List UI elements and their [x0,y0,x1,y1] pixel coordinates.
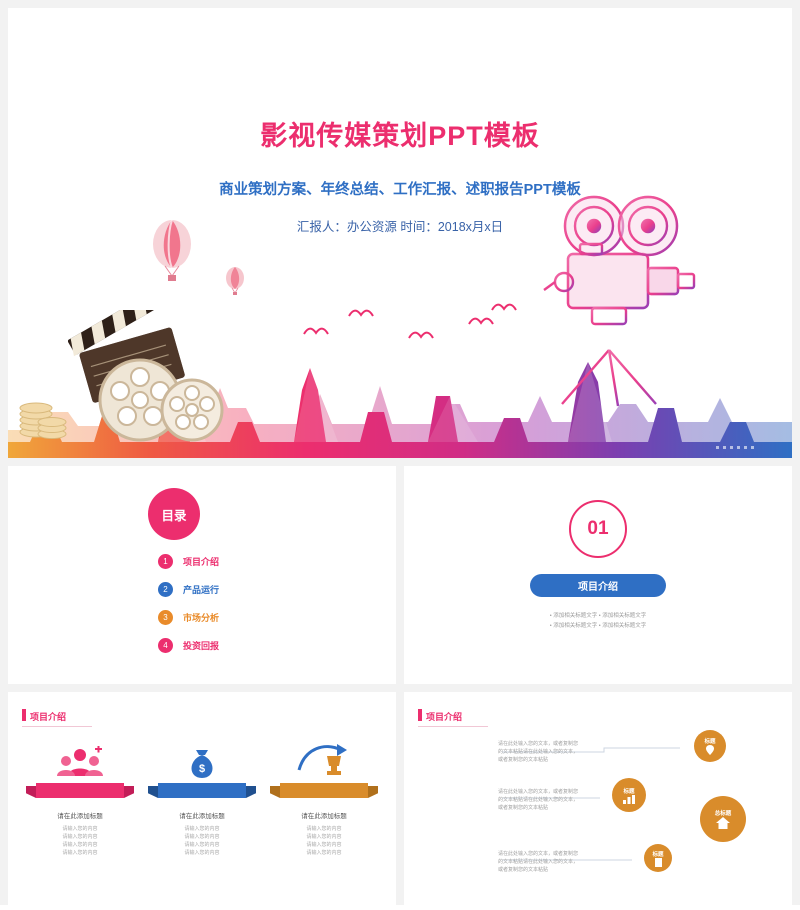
film-reel-icon [98,358,224,442]
ribbon-heading: 请在此添加标题 [57,813,103,820]
ribbon-banner [36,783,124,798]
trophy-icon [270,740,378,780]
ribbon-band [270,783,378,798]
ribbon-banner [280,783,368,798]
cluster-bubble-label: 标题 [704,739,716,745]
hero-title: 影视传媒策划PPT模板 [260,121,540,151]
cluster-bubble-label: 标题 [652,851,664,858]
slide-table-of-contents: 目录 1 项目介绍 2 产品运行 3 市场分析 4 投资回报 [8,466,396,684]
cluster-bubble-label: 标题 [623,788,635,795]
cluster-bubble-main[interactable]: 总标题 [700,796,746,842]
ribbon-column: 请在此添加标题 请输入您的内容 请输入您的内容 请输入您的内容 请输入您的内容 [26,740,134,857]
ribbon-body-line: 请输入您的内容 [62,850,98,856]
ribbon-body-line: 请输入您的内容 [306,850,342,856]
ribbon-band [148,783,256,798]
section-number: 01 [569,500,627,558]
section-notes: • 添加相关标题文字 • 添加相关标题文字 • 添加相关标题文字 • 添加相关标… [404,611,792,631]
toc-item-number: 1 [158,554,173,569]
ribbon-tail-right [246,786,256,798]
toc-badge: 目录 [148,488,200,540]
cluster-note: 请在此处输入您的文本，或者复制您 的文本粘贴请在此处输入您的文本， 或者复制您的… [498,741,579,763]
ribbon-body: 请输入您的内容 请输入您的内容 请输入您的内容 请输入您的内容 [148,825,256,857]
location-pin-icon [706,745,714,755]
ribbon-body-line: 请输入您的内容 [184,850,220,856]
hot-air-balloon-small-icon [226,267,244,295]
ribbon-heading: 请在此添加标题 [301,813,347,820]
ribbon-column: $ 请在此添加标题 请输入您的内容 请输入您的内容 请输入您的内容 请输入您的内… [148,740,256,857]
bird-icon [491,303,517,311]
svg-text:$: $ [199,763,205,775]
chart-bar-icon [623,794,635,804]
toc-item[interactable]: 1 项目介绍 [158,554,219,569]
ribbon-tail-right [124,786,134,798]
toc-item-label: 产品运行 [183,585,220,595]
cluster-bubble-label: 总标题 [714,811,732,817]
toc-item-label: 市场分析 [183,613,220,623]
ribbon-body-line: 请输入您的内容 [62,826,98,832]
money-bag-icon: $ [148,740,256,780]
cluster-bubble[interactable]: 标题 [644,844,672,872]
ribbon-columns: 请在此添加标题 请输入您的内容 请输入您的内容 请输入您的内容 请输入您的内容 [26,740,378,857]
ribbon-band [26,783,134,798]
title-accent-bar [418,709,422,721]
toc-item-number: 4 [158,638,173,653]
document-icon [654,857,662,867]
ribbon-body-line: 请输入您的内容 [306,826,342,832]
ribbon-body-line: 请输入您的内容 [62,834,98,840]
ribbon-tail-left [26,786,36,798]
ribbon-body-line: 请输入您的内容 [184,826,220,832]
slide-row-2: 目录 1 项目介绍 2 产品运行 3 市场分析 4 投资回报 [8,466,792,684]
bird-icon [348,309,374,317]
people-icon [26,740,134,780]
home-icon [716,817,730,829]
cluster-connectors [502,747,680,861]
cluster-bubble[interactable]: 标题 [694,730,726,762]
toc-item-label: 项目介绍 [183,557,220,567]
bird-icon [408,331,434,339]
section-note-line: • 添加相关标题文字 • 添加相关标题文字 [549,623,647,629]
ribbon-tail-right [368,786,378,798]
hot-air-balloon-large-icon [153,219,191,281]
bird-icon [303,327,329,335]
cluster-note: 请在此处输入您的文本，或者复制您 的文本粘贴请在此处输入您的文本， 或者复制您的… [498,789,579,811]
ribbon-banner [158,783,246,798]
title-accent-bar [22,709,26,721]
ribbon-body: 请输入您的内容 请输入您的内容 请输入您的内容 请输入您的内容 [270,825,378,857]
ribbon-tail-left [270,786,280,798]
movie-camera-icon [543,195,696,407]
hero-subtitle: 商业策划方案、年终总结、工作汇报、述职报告PPT模板 [219,182,581,198]
slide-section-divider: 01 项目介绍 • 添加相关标题文字 • 添加相关标题文字 • 添加相关标题文字… [404,466,792,684]
ribbon-body-line: 请输入您的内容 [184,842,220,848]
toc-item-number: 2 [158,582,173,597]
hero-meta: 汇报人：办公资源 时间：2018x月x日 [296,220,504,234]
cluster-bubble[interactable]: 标题 [612,778,646,812]
slide-hero: 影视传媒策划PPT模板 商业策划方案、年终总结、工作汇报、述职报告PPT模板 汇… [8,8,792,458]
slide-row-3: 项目介绍 [8,692,792,910]
ribbon-body-line: 请输入您的内容 [306,834,342,840]
section-title-pill: 项目介绍 [530,574,666,597]
title-divider [418,726,488,727]
section-note-line: • 添加相关标题文字 • 添加相关标题文字 [549,613,647,619]
slide-title: 项目介绍 [30,712,67,722]
ribbon-body-line: 请输入您的内容 [184,834,220,840]
bird-icon [468,317,494,325]
ribbon-body: 请输入您的内容 请输入您的内容 请输入您的内容 请输入您的内容 [26,825,134,857]
ribbon-heading: 请在此添加标题 [179,813,225,820]
ribbon-tail-left [148,786,158,798]
toc-item-number: 3 [158,610,173,625]
cluster-note: 请在此处输入您的文本，或者复制您 的文本粘贴请在此处输入您的文本， 或者复制您的… [498,851,579,873]
ribbon-column: 请在此添加标题 请输入您的内容 请输入您的内容 请输入您的内容 请输入您的内容 [270,740,378,857]
toc-item[interactable]: 4 投资回报 [158,638,219,653]
slide-cluster-diagram: 项目介绍 请在此处输入您的文本，或者复制您 的文本粘贴请在此处输入您的文本， 或… [404,692,792,910]
toc-item[interactable]: 3 市场分析 [158,610,219,625]
coins-icon [19,402,67,439]
title-divider [22,726,92,727]
toc-list: 1 项目介绍 2 产品运行 3 市场分析 4 投资回报 [158,554,219,666]
slide-ribbons: 项目介绍 [8,692,396,910]
toc-item[interactable]: 2 产品运行 [158,582,219,597]
slide-title: 项目介绍 [426,712,463,722]
ribbon-body-line: 请输入您的内容 [306,842,342,848]
ribbon-body-line: 请输入您的内容 [62,842,98,848]
toc-item-label: 投资回报 [183,641,220,651]
